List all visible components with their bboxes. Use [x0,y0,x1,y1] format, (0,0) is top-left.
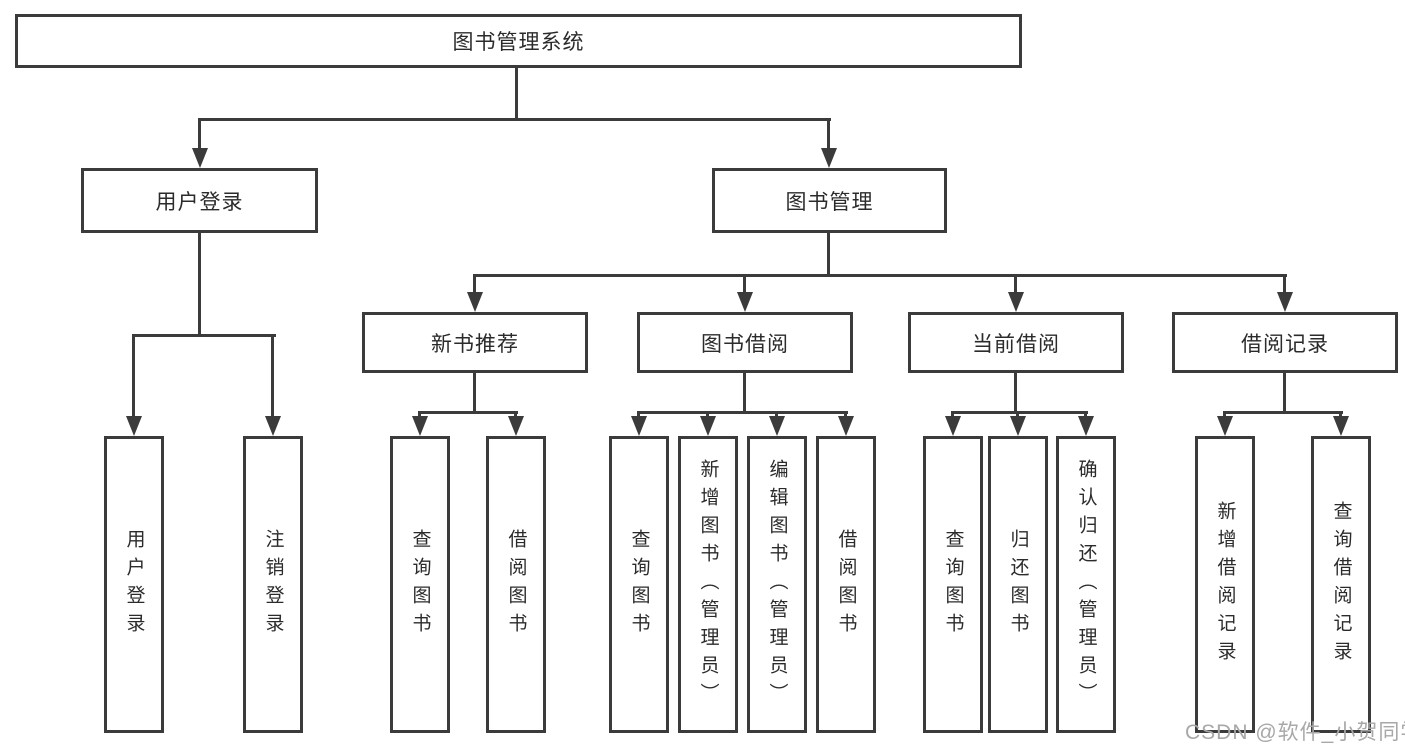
leaf-newbooks-borrow: 借阅图书 [486,436,546,733]
connector-to-book-mgmt [827,118,830,151]
connector-groupC-leaf2 [706,411,709,419]
leaf-current-query-label: 查询图书 [942,528,964,641]
arrowhead-groupC-leaf3 [769,416,785,436]
connector-groupD-leaf3 [1084,411,1087,419]
connector-userlogin-bar [132,334,276,337]
arrowhead-records [1277,292,1293,312]
csdn-watermark: CSDN @软件_小贺同学 [1185,721,1405,744]
leaf-borrowing-edit-admin-label: 编辑图书（管理员） [766,458,788,711]
arrowhead-groupE-leaf1 [1217,416,1233,436]
arrowhead-login-leaf [126,416,142,436]
connector-groupE-leaf2 [1339,411,1342,419]
leaf-current-return-label: 归还图书 [1007,528,1029,641]
leaf-newbooks-query: 查询图书 [390,436,450,733]
leaf-logout-label: 注销登录 [262,528,284,641]
node-root-label: 图书管理系统 [452,31,585,54]
connector-to-new-books [473,274,476,294]
connector-to-records [1283,274,1286,294]
connector-bookmgmt-bar [473,274,1287,277]
node-book-management: 图书管理 [712,168,947,233]
arrowhead-new-books [467,292,483,312]
leaf-records-query: 查询借阅记录 [1311,436,1371,733]
connector-groupC-bar [637,411,848,414]
connector-groupC-stub [743,373,746,414]
node-book-borrowing-label: 图书借阅 [701,332,789,356]
leaf-records-add: 新增借阅记录 [1195,436,1255,733]
leaf-user-login-label: 用户登录 [123,528,145,641]
connector-userlogin-stub [198,233,201,337]
node-book-management-label: 图书管理 [785,190,874,214]
connector-groupD-bar [951,411,1088,414]
leaf-logout: 注销登录 [243,436,303,733]
connector-root-stub [515,68,518,120]
connector-groupE-leaf1 [1223,411,1226,419]
connector-to-user-login [198,118,201,151]
node-new-book-recommend-label: 新书推荐 [431,332,519,356]
leaf-borrowing-query-label: 查询图书 [628,528,650,641]
connector-groupE-stub [1283,373,1286,414]
arrowhead-groupD-leaf1 [945,416,961,436]
arrowhead-user-login [192,148,208,168]
connector-bookmgmt-stub [827,233,830,277]
connector-groupC-leaf1 [637,411,640,419]
node-user-login-label: 用户登录 [155,190,244,214]
connector-to-login-leaf [132,334,135,418]
connector-groupD-leaf2 [1016,411,1019,419]
node-current-borrowing: 当前借阅 [908,312,1124,373]
leaf-borrowing-query: 查询图书 [609,436,669,733]
leaf-records-query-label: 查询借阅记录 [1330,500,1352,669]
leaf-current-confirm-admin-label: 确认归还（管理员） [1075,458,1097,711]
node-borrow-records: 借阅记录 [1172,312,1398,373]
leaf-borrowing-borrow: 借阅图书 [816,436,876,733]
connector-groupB-leaf2 [514,411,517,419]
connector-root-bar [199,118,831,121]
leaf-current-return: 归还图书 [988,436,1048,733]
connector-groupE-bar [1223,411,1343,414]
arrowhead-borrowing [737,292,753,312]
node-user-login: 用户登录 [81,168,318,233]
leaf-user-login: 用户登录 [104,436,164,733]
arrowhead-groupE-leaf2 [1333,416,1349,436]
leaf-current-confirm-admin: 确认归还（管理员） [1056,436,1116,733]
leaf-records-add-label: 新增借阅记录 [1214,500,1236,669]
connector-groupB-bar [418,411,518,414]
connector-groupC-leaf3 [775,411,778,419]
arrowhead-groupC-leaf2 [700,416,716,436]
node-book-borrowing: 图书借阅 [637,312,853,373]
leaf-current-query: 查询图书 [923,436,983,733]
connector-to-logout-leaf [271,334,274,418]
node-new-book-recommend: 新书推荐 [362,312,588,373]
arrowhead-book-mgmt [821,148,837,168]
arrowhead-groupC-leaf4 [838,416,854,436]
connector-to-borrowing [743,274,746,294]
connector-groupD-leaf1 [951,411,954,419]
leaf-borrowing-edit-admin: 编辑图书（管理员） [747,436,807,733]
node-borrow-records-label: 借阅记录 [1241,332,1329,356]
arrowhead-groupB-leaf2 [508,416,524,436]
connector-groupB-stub [473,373,476,414]
node-current-borrowing-label: 当前借阅 [972,332,1060,356]
connector-groupC-leaf4 [844,411,847,419]
leaf-borrowing-borrow-label: 借阅图书 [835,528,857,641]
arrowhead-logout-leaf [265,416,281,436]
leaf-newbooks-query-label: 查询图书 [409,528,431,641]
leaf-borrowing-add-admin: 新增图书（管理员） [678,436,738,733]
connector-groupB-leaf1 [418,411,421,419]
arrowhead-groupB-leaf1 [412,416,428,436]
connector-to-current [1014,274,1017,294]
arrowhead-current [1008,292,1024,312]
node-root: 图书管理系统 [15,14,1022,68]
connector-groupD-stub [1014,373,1017,414]
arrowhead-groupD-leaf2 [1010,416,1026,436]
arrowhead-groupC-leaf1 [631,416,647,436]
leaf-borrowing-add-admin-label: 新增图书（管理员） [697,458,719,711]
arrowhead-groupD-leaf3 [1078,416,1094,436]
leaf-newbooks-borrow-label: 借阅图书 [505,528,527,641]
